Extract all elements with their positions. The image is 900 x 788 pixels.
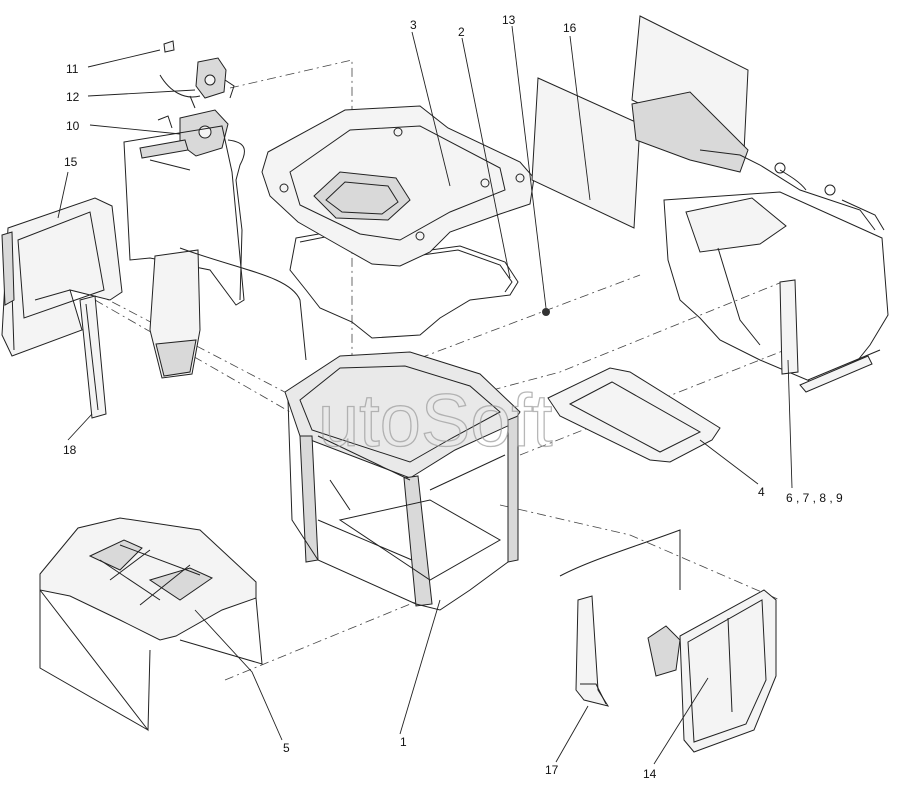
part-3-roof-headliner	[261, 105, 535, 267]
part-17-pillar-trim	[575, 595, 610, 707]
part-18-trim-strip	[79, 295, 107, 419]
part-5-floor-module	[39, 517, 263, 732]
part-14-right-door	[559, 529, 777, 753]
callout-18: 18	[63, 443, 77, 457]
callout-12: 12	[66, 90, 80, 104]
part-11-clip	[163, 40, 175, 53]
callout-14: 14	[643, 767, 657, 781]
part-1-cab-frame	[284, 351, 521, 611]
callout-3: 3	[410, 18, 417, 32]
callout-10: 10	[66, 119, 80, 133]
part-12-switch-assembly	[159, 57, 235, 109]
rear-window-panel	[123, 125, 245, 306]
watermark-text: utoSoft	[318, 379, 553, 462]
callout-15: 15	[64, 155, 78, 169]
callout-4: 4	[758, 485, 765, 499]
callout-6-7-8-9: 6 , 7 , 8 , 9	[786, 491, 843, 505]
callout-2: 2	[458, 25, 465, 39]
callout-13: 13	[502, 13, 516, 27]
leader-lines	[57, 25, 793, 765]
part-10-wiring-assembly	[157, 109, 245, 301]
part-4-floor-plate	[547, 367, 721, 463]
part-6-9-strip	[779, 279, 799, 375]
callout-5: 5	[283, 741, 290, 755]
part-16-sheets	[531, 15, 749, 229]
part-13-fastener	[542, 308, 550, 316]
right-frame-assembly	[631, 91, 889, 393]
callout-labels: 1 2 3 4 5 6 , 7 , 8 , 9 10 11 12 13 14 1…	[63, 13, 843, 781]
callout-1: 1	[400, 735, 407, 749]
callout-11: 11	[66, 62, 79, 76]
part-15-left-door	[1, 197, 123, 357]
callout-17: 17	[545, 763, 559, 777]
callout-16: 16	[563, 21, 577, 35]
lower-left-trim	[149, 247, 307, 379]
